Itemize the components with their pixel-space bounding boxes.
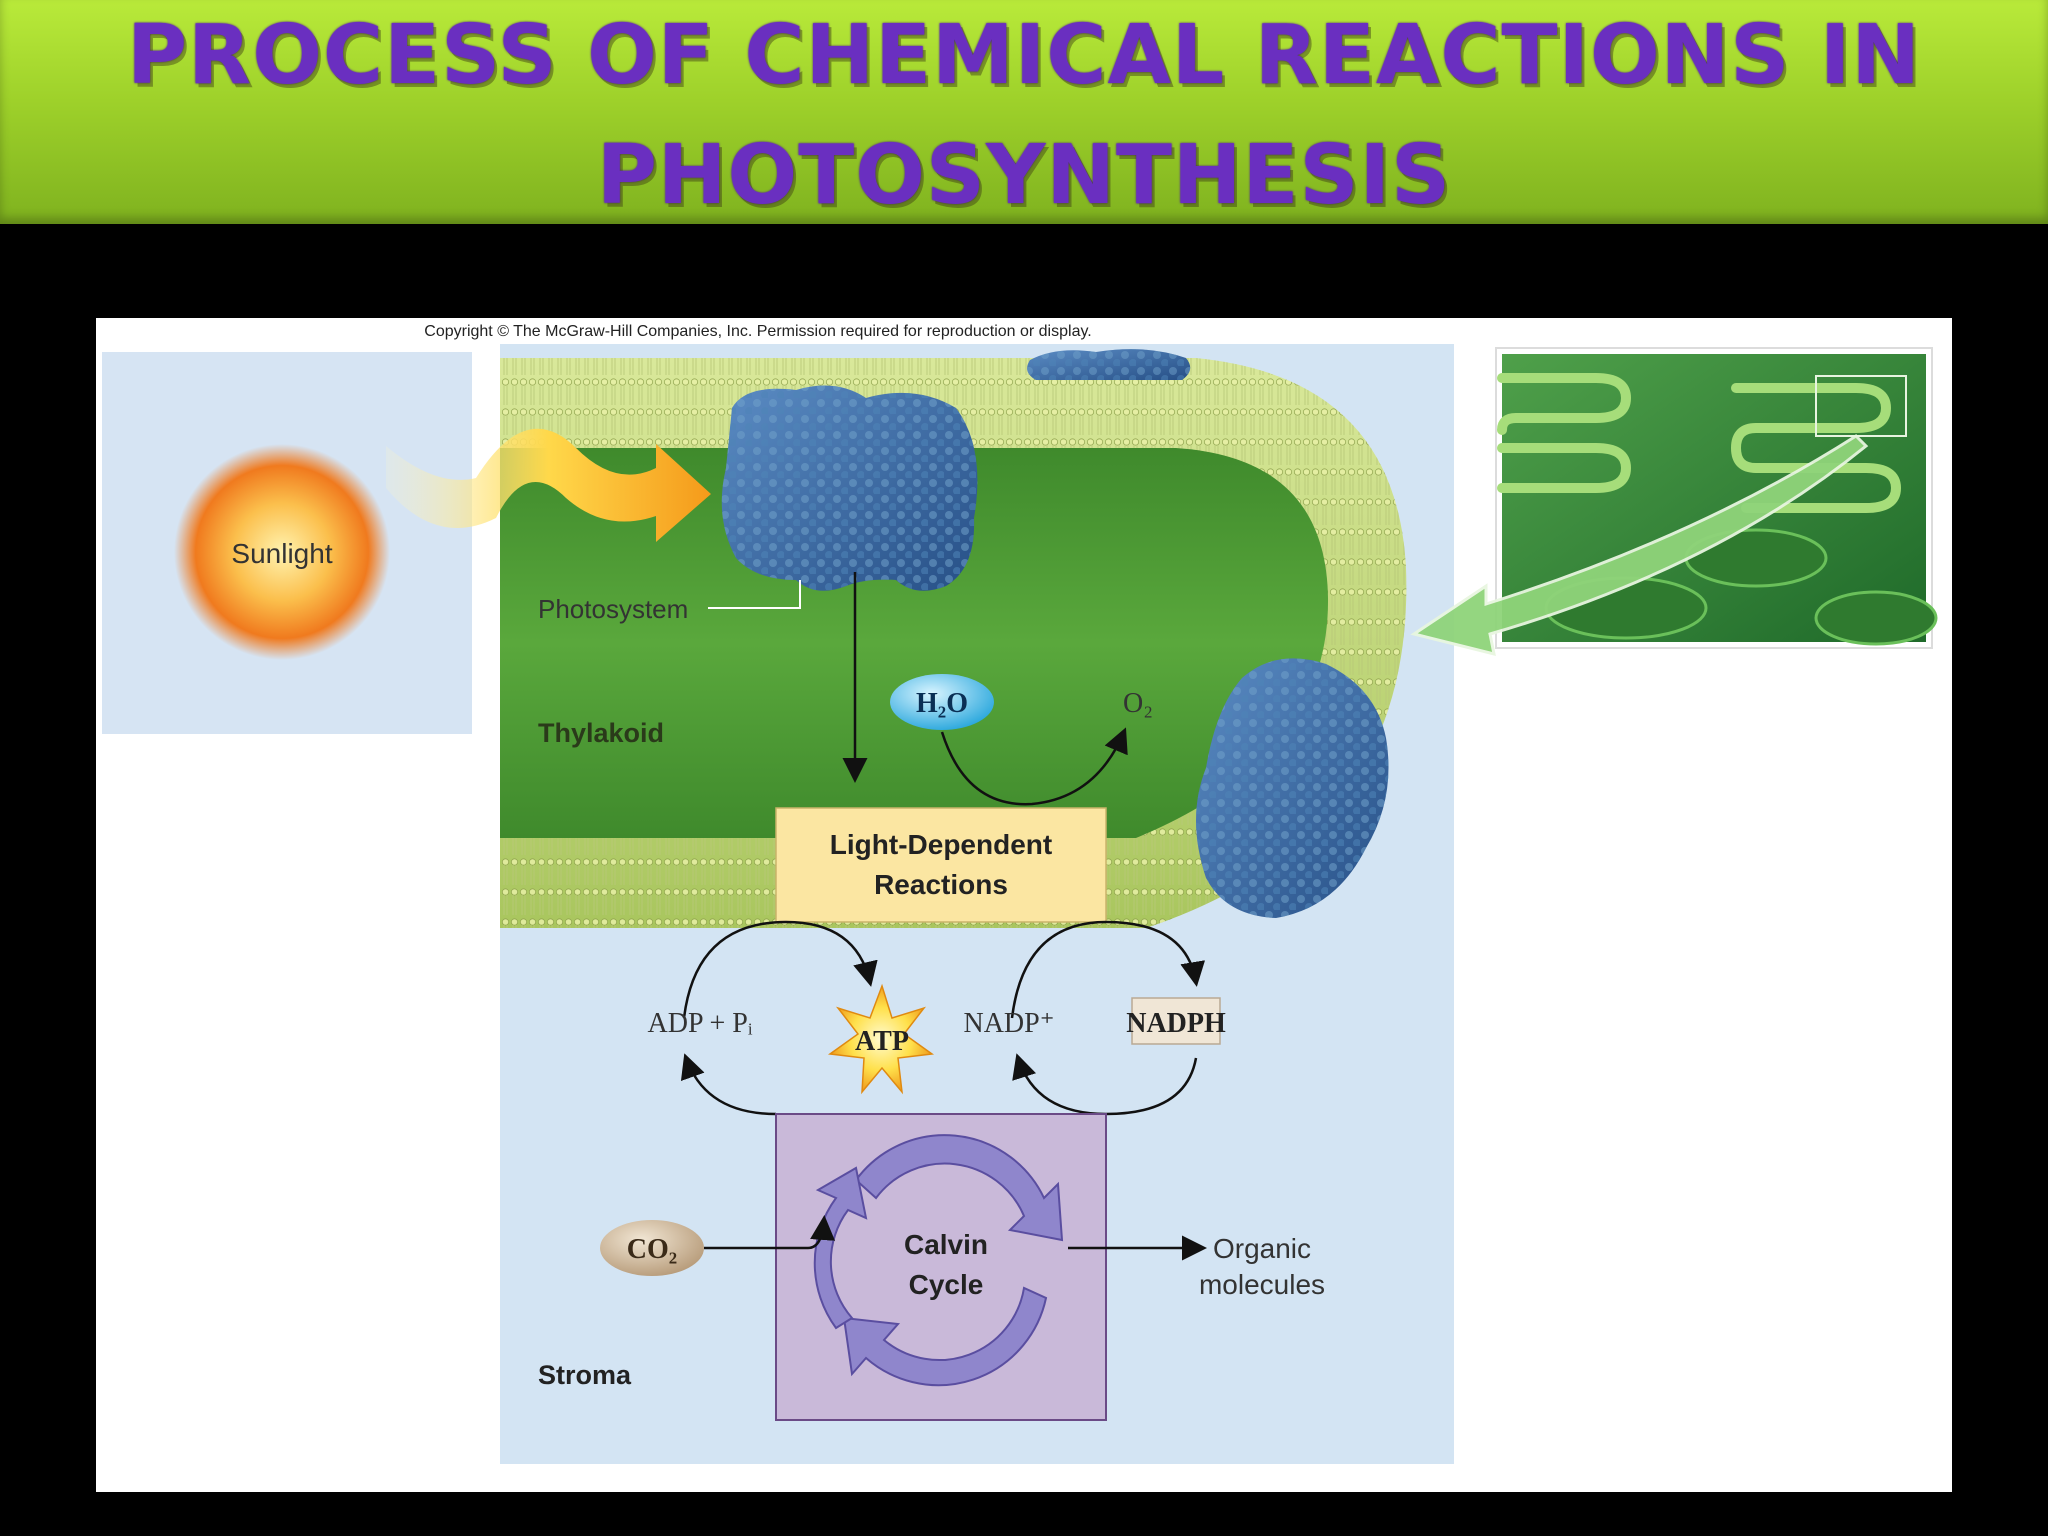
organic-label-line-2: molecules bbox=[1199, 1269, 1325, 1300]
thylakoid-label: Thylakoid bbox=[538, 718, 664, 748]
calvin-label-line-1: Calvin bbox=[904, 1229, 988, 1260]
co2-molecule-icon bbox=[600, 1220, 704, 1276]
copyright-notice: Copyright © The McGraw-Hill Companies, I… bbox=[424, 323, 1091, 340]
atp-synthase-protein-icon bbox=[1196, 658, 1389, 918]
photosystem-leader-line bbox=[708, 580, 801, 609]
adp-pi-label: ADP + Pᵢ bbox=[648, 1008, 753, 1039]
light-dependent-label-line-2: Reactions bbox=[874, 869, 1008, 900]
photosynthesis-figure: Copyright © The McGraw-Hill Companies, I… bbox=[96, 318, 1952, 1492]
nadp-label: NADP⁺ bbox=[963, 1008, 1054, 1039]
photosystem-protein-icon bbox=[721, 385, 978, 591]
light-dependent-box bbox=[775, 807, 1107, 923]
atp-cycle-arrow-bottom bbox=[680, 1053, 777, 1116]
light-arrow-icon bbox=[386, 428, 711, 542]
callout-arrow-icon bbox=[1410, 434, 1869, 657]
nadph-box bbox=[1131, 997, 1221, 1045]
stroma-label: Stroma bbox=[538, 1360, 632, 1390]
h2o-molecule-icon bbox=[890, 674, 994, 730]
light-dependent-label-line-1: Light-Dependent bbox=[830, 829, 1052, 860]
slide-title-line-2: PHOTOSYNTHESIS bbox=[596, 128, 1452, 223]
water-split-arrow bbox=[940, 727, 1128, 806]
calvin-cycle-arrows-icon bbox=[813, 1134, 1064, 1387]
co2-input-arrow bbox=[704, 1215, 836, 1250]
nadph-cycle-arrow-top bbox=[1010, 920, 1206, 1019]
photosystem-label: Photosystem bbox=[538, 594, 688, 624]
title-banner: PROCESS OF CHEMICAL REACTIONS IN PHOTOSY… bbox=[0, 0, 2048, 224]
calvin-label-line-2: Cycle bbox=[909, 1269, 984, 1300]
sunlight-label: Sunlight bbox=[231, 538, 332, 569]
photosynthesis-diagram: Copyright © The McGraw-Hill Companies, I… bbox=[102, 323, 1938, 1464]
sun-icon bbox=[174, 444, 390, 660]
atp-label: ATP bbox=[855, 1026, 909, 1057]
nadph-label: NADPH bbox=[1126, 1008, 1226, 1039]
small-protein-icon bbox=[1027, 349, 1191, 380]
organic-label-line-1: Organic bbox=[1213, 1233, 1311, 1264]
h2o-label: H₂O bbox=[916, 688, 968, 719]
atp-cycle-arrow-top bbox=[682, 920, 878, 1019]
co2-label: CO₂ bbox=[627, 1234, 677, 1265]
o2-label: O₂ bbox=[1123, 688, 1153, 719]
atp-starburst-icon bbox=[827, 983, 935, 1095]
slide-title-line-1: PROCESS OF CHEMICAL REACTIONS IN bbox=[126, 8, 1922, 103]
